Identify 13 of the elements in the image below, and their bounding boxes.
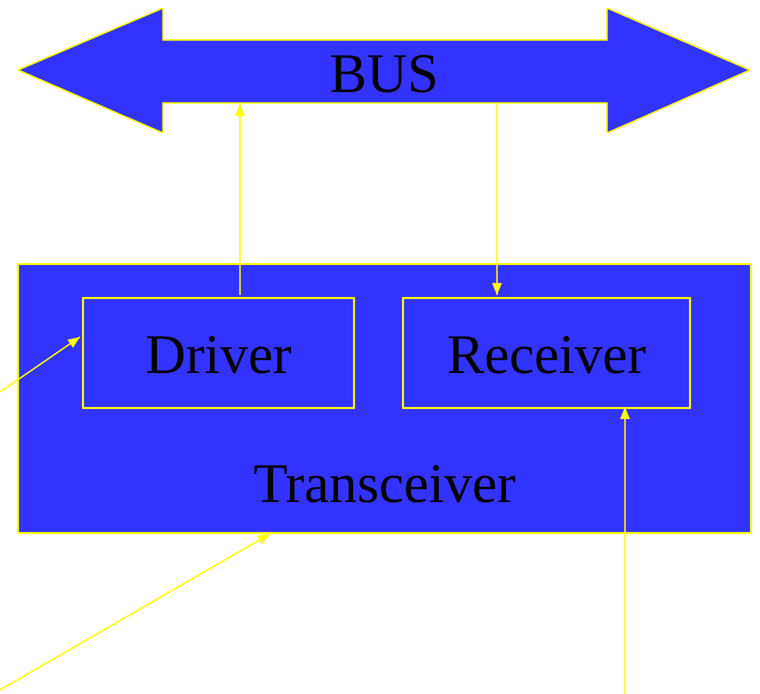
node-label: Driver	[144, 327, 293, 383]
container-box	[17, 263, 752, 534]
arrow	[492, 104, 502, 295]
double-arrow-shape	[18, 8, 750, 133]
arrow	[620, 407, 630, 694]
node-label: BUS	[328, 46, 440, 102]
node-label: Receiver	[446, 327, 647, 383]
arrow	[235, 104, 245, 295]
node-label: Transceiver	[252, 456, 517, 512]
process-box	[402, 297, 691, 409]
arrow	[0, 533, 270, 691]
arrow	[0, 336, 80, 393]
process-box	[82, 297, 355, 409]
